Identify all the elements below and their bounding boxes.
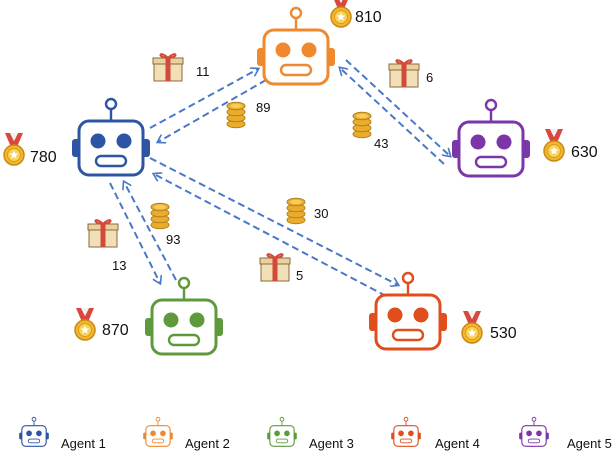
gift-amount-agent2-agent5: 6: [426, 70, 433, 85]
arrow-agent1-to-agent2: [149, 69, 258, 129]
coin-amount-agent1-agent3: 93: [166, 232, 180, 247]
legend-robot-agent4-icon: [391, 416, 421, 447]
medal-agent3-icon: [74, 308, 96, 341]
arrow-agent2-to-agent1: [158, 79, 267, 142]
legend-robot-agent3-icon: [267, 416, 297, 447]
legend-robot-agent5-icon: [519, 416, 549, 447]
score-agent4: 530: [490, 325, 517, 342]
legend-label-agent2: Agent 2: [185, 436, 230, 451]
gift-box-agent1-agent3-icon: [87, 219, 119, 248]
coin-stack-agent1-agent4-icon: [286, 197, 306, 225]
score-agent5: 630: [571, 144, 598, 161]
legend-robot-agent1-icon: [19, 416, 49, 447]
robot-agent3-icon: [145, 276, 223, 356]
medal-agent5-icon: [543, 129, 565, 162]
score-agent2: 810: [355, 9, 382, 26]
arrow-agent1-to-agent3: [109, 182, 160, 283]
gift-amount-agent1-agent3: 13: [112, 258, 126, 273]
gift-amount-agent1-agent2: 11: [196, 64, 210, 79]
exchange-arrows: [109, 59, 450, 297]
gift-amount-agent1-agent4: 5: [296, 268, 303, 283]
gift-box-agent2-agent5-icon: [388, 59, 420, 88]
robot-agent1-icon: [72, 97, 150, 177]
coin-stack-agent1-agent2-icon: [226, 101, 246, 129]
coin-stack-agent2-agent5-icon: [352, 111, 372, 139]
medal-agent4-icon: [461, 311, 483, 344]
legend-label-agent1: Agent 1: [61, 436, 106, 451]
coin-stack-agent1-agent3-icon: [150, 202, 170, 230]
legend-label-agent3: Agent 3: [309, 436, 354, 451]
arrow-agent2-to-agent5: [345, 59, 450, 156]
robot-agent5-icon: [452, 98, 530, 178]
medal-agent2-icon: [330, 0, 352, 28]
coin-amount-agent2-agent5: 43: [374, 136, 388, 151]
score-agent1: 780: [30, 149, 57, 166]
legend-robot-agent2-icon: [143, 416, 173, 447]
legend-label-agent4: Agent 4: [435, 436, 480, 451]
legend: [19, 416, 549, 447]
robot-agent2-icon: [257, 6, 335, 86]
arrow-agent1-to-agent4: [149, 157, 398, 285]
robot-agent4-icon: [369, 271, 447, 351]
gift-box-agent1-agent4-icon: [259, 253, 291, 282]
legend-label-agent5: Agent 5: [567, 436, 612, 451]
arrow-agent5-to-agent2: [340, 68, 445, 165]
coin-amount-agent1-agent4: 30: [314, 206, 328, 221]
medal-agent1-icon: [3, 133, 25, 166]
coin-amount-agent1-agent2: 89: [256, 100, 270, 115]
gift-box-agent1-agent2-icon: [152, 53, 184, 82]
score-agent3: 870: [102, 322, 129, 339]
arrow-agent3-to-agent1: [124, 182, 177, 281]
